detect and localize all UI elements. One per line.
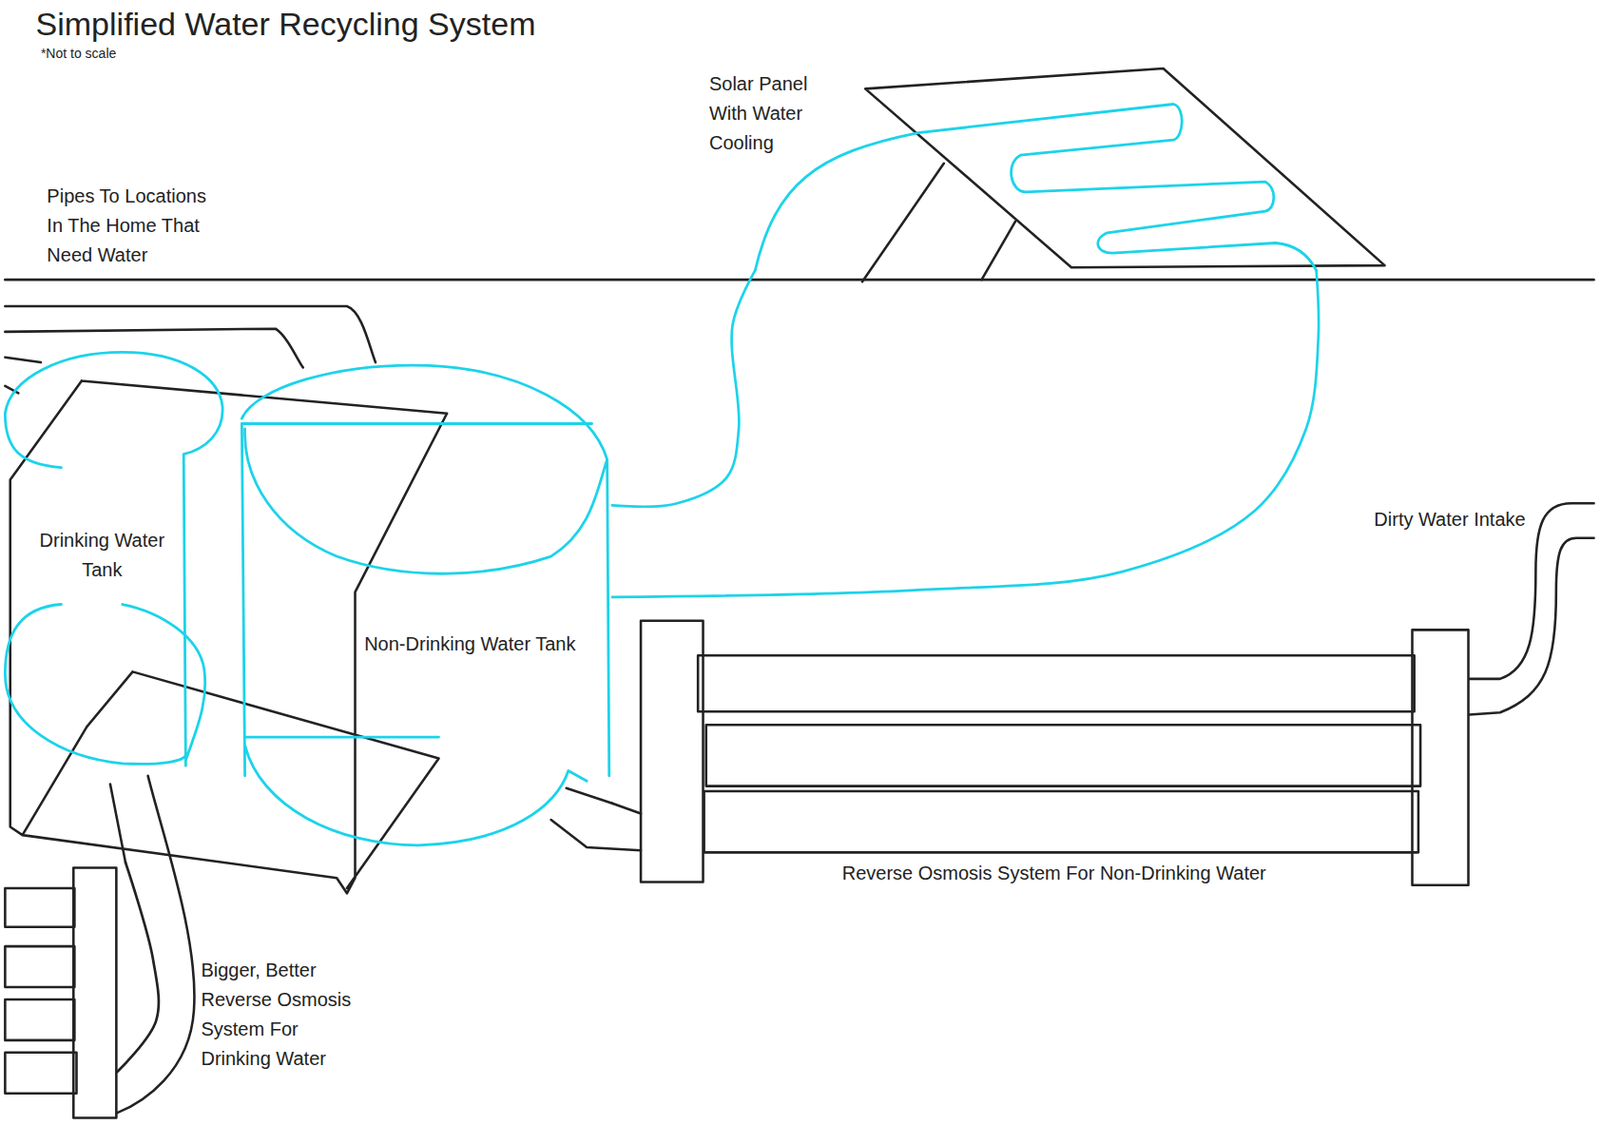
solar-panel-node: Solar Panel With Water Cooling [704,60,1388,270]
ro-system: Reverse Osmosis System For Non-Drinking … [640,620,1470,888]
ro-pipes [551,788,641,850]
filter-cartridge [4,887,75,927]
house-pipes [4,306,376,393]
filter-cartridge [4,945,75,987]
intake-pipe [1469,502,1595,714]
solar-panel [865,68,1385,268]
diagram-title: Simplified Water Recycling System [36,5,537,43]
drinking-pipes [110,775,195,1113]
drinking-tank: Drinking Water Tank [8,346,220,863]
ro-tube [697,655,1414,712]
node-text: Solar Panel With Water Cooling [709,69,824,158]
node-text: Bigger, Better Reverse Osmosis System Fo… [200,955,372,1074]
cooling-return-pipe [612,269,1319,597]
ro-end-cap [640,620,703,883]
scale-note: *Not to scale [40,45,116,61]
drinking-ro-system: Bigger, Better Reverse Osmosis System Fo… [4,865,117,1119]
non-drinking-tank-outline [241,365,609,846]
ground-line [4,278,1594,282]
filter-cartridge [4,1052,77,1094]
non-drinking-tank: Non-Drinking Water Tank [239,362,613,848]
cooling-coil [754,103,1316,270]
ro-tube [706,724,1421,786]
pipes-label: Pipes To Locations In The Home That Need… [46,181,218,270]
water-pipe [612,803,641,814]
drinking-tank-outline [4,351,223,766]
node-text: Non-Drinking Water Tank [364,629,604,659]
cooling-pipe [612,269,755,506]
node-text: Reverse Osmosis System For Non-Drinking … [712,858,1396,888]
intake-label: Dirty Water Intake [1331,506,1526,532]
panel-legs [862,163,1016,283]
filter-cartridge [4,999,75,1041]
node-text: Drinking Water Tank [25,525,179,585]
water-pipe [116,862,159,1072]
filter-manifold [73,867,116,1118]
ro-tube [704,790,1419,852]
